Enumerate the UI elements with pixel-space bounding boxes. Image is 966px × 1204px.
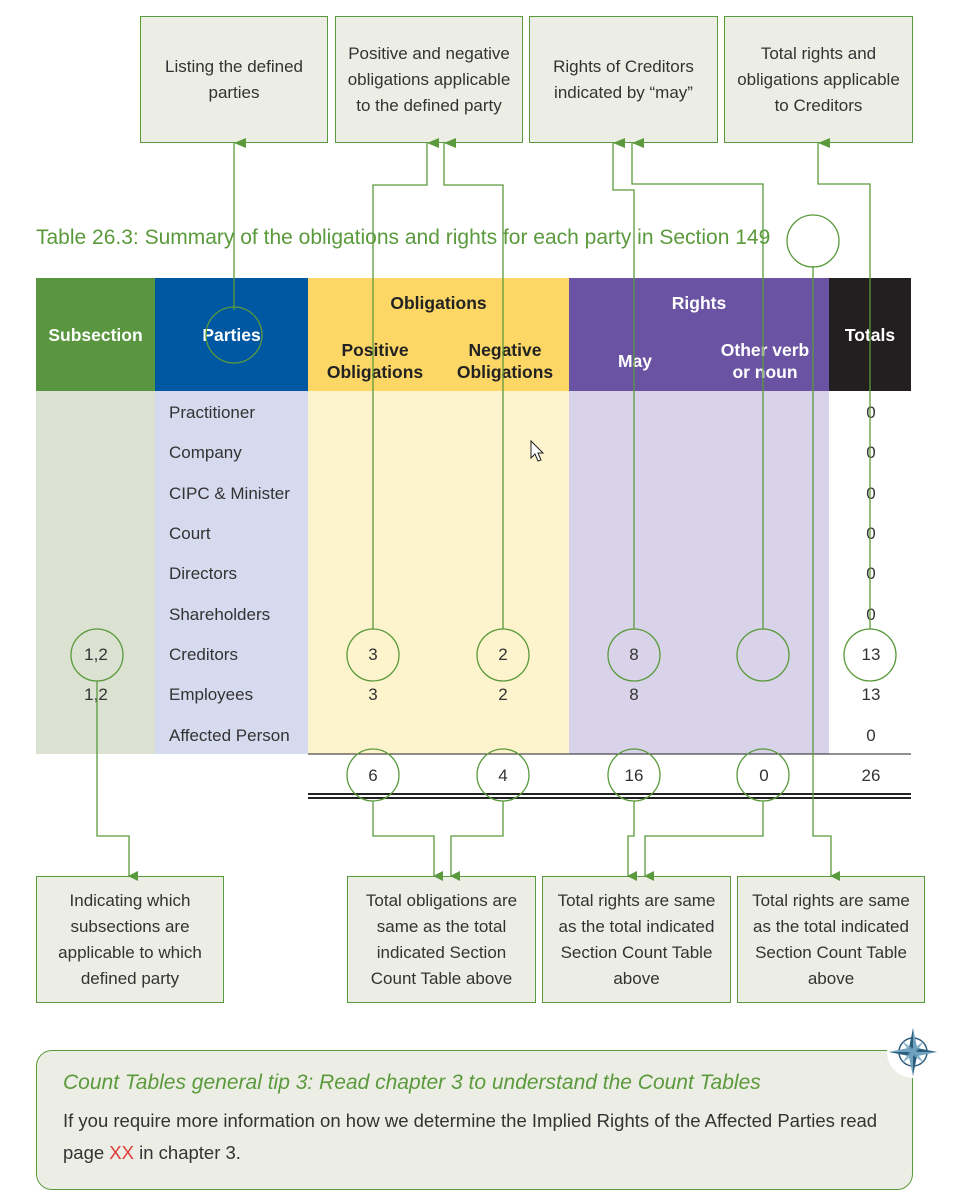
annotation-text: Total rights are same as the total indic… (752, 890, 910, 988)
annotation-box-total-obligations: Total obligations are same as the total … (347, 876, 536, 1003)
annotation-text: Total rights are same as the total indic… (557, 890, 716, 988)
party-practitioner: Practitioner (169, 403, 255, 422)
annotation-box-totals: Total rights and obligations applicable … (724, 16, 913, 143)
header-other-verb: Other verb or noun (720, 340, 810, 382)
header-rights: Rights (671, 293, 727, 313)
column-total-positive: 6 (368, 766, 378, 785)
party-affected-person: Affected Person (169, 726, 290, 745)
total-shareholders: 0 (866, 605, 876, 624)
header-obligations-bg (308, 278, 569, 391)
annotation-box-obligations: Positive and negative obligations applic… (335, 16, 523, 143)
subsection-creditors: 1,2 (84, 645, 108, 664)
positive-creditors: 3 (368, 645, 378, 664)
annotation-text: Total rights and obligations applicable … (737, 43, 900, 115)
header-parties: Parties (155, 278, 308, 391)
header-obligations: Obligations (390, 293, 487, 313)
header-positive-obligations: Positive Obligations (326, 340, 424, 382)
annotation-text: Listing the defined parties (165, 56, 303, 102)
tip-body: If you require more information on how w… (63, 1110, 878, 1163)
header-subsection: Subsection (36, 278, 155, 391)
positive-employees: 3 (368, 685, 378, 704)
column-total-negative: 4 (498, 766, 508, 785)
party-shareholders: Shareholders (169, 605, 271, 624)
header-may: May (617, 351, 653, 371)
party-creditors: Creditors (169, 645, 238, 664)
annotation-text: Total obligations are same as the total … (365, 890, 518, 988)
total-practitioner: 0 (866, 403, 876, 422)
parties-column-bg (155, 391, 308, 754)
subsection-employees: 1,2 (84, 685, 108, 704)
negative-creditors: 2 (498, 645, 508, 664)
total-directors: 0 (866, 564, 876, 583)
tip-box: Count Tables general tip 3: Read chapter… (36, 1050, 913, 1190)
total-creditors: 13 (861, 645, 881, 664)
party-company: Company (169, 443, 242, 462)
total-company: 0 (866, 443, 876, 462)
annotation-box-rights: Rights of Creditors indicated by “may” (529, 16, 718, 143)
party-court: Court (169, 524, 211, 543)
total-affected-person: 0 (866, 726, 876, 745)
annotation-text: Indicating which subsections are applica… (58, 890, 202, 988)
total-employees: 13 (861, 685, 881, 704)
column-total-other: 0 (759, 766, 769, 785)
annotation-box-subsections: Indicating which subsections are applica… (36, 876, 224, 1003)
page-reference-link[interactable]: XX (109, 1142, 134, 1163)
header-totals: Totals (829, 278, 911, 391)
tip-title: Count Tables general tip 3: Read chapter… (63, 1071, 761, 1094)
total-court: 0 (866, 524, 876, 543)
annotation-text: Rights of Creditors indicated by “may” (553, 56, 694, 102)
may-creditors: 8 (629, 645, 639, 664)
annotation-box-parties: Listing the defined parties (140, 16, 328, 143)
negative-employees: 2 (498, 685, 508, 704)
annotation-box-total-rights-2: Total rights are same as the total indic… (737, 876, 925, 1003)
column-total-may: 16 (624, 766, 644, 785)
may-employees: 8 (629, 685, 639, 704)
annotation-box-total-rights: Total rights are same as the total indic… (542, 876, 731, 1003)
obligations-column-bg (308, 391, 569, 754)
total-cipc-minister: 0 (866, 484, 876, 503)
table-caption: Table 26.3: Summary of the obligations a… (36, 226, 771, 249)
party-cipc-minister: CIPC & Minister (169, 484, 290, 503)
party-employees: Employees (169, 685, 254, 704)
party-directors: Directors (169, 564, 238, 583)
column-total-overall: 26 (861, 766, 881, 785)
subsection-column-bg (36, 391, 155, 754)
header-negative-obligations: Negative Obligations (456, 340, 554, 382)
annotation-text: Positive and negative obligations applic… (347, 43, 511, 115)
